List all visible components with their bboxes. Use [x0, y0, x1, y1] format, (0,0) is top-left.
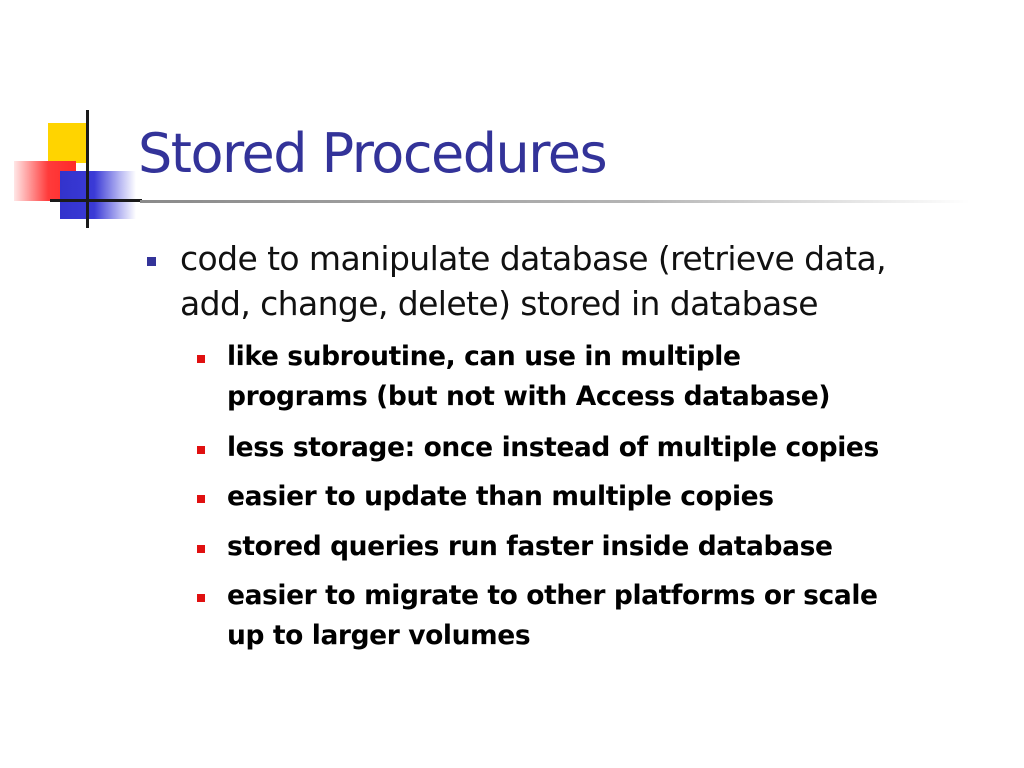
- slide-title: Stored Procedures: [138, 122, 608, 185]
- sub-bullet-marker: [197, 495, 205, 503]
- sub-bullet-line: stored queries run faster inside databas…: [227, 531, 833, 562]
- sub-bullet-line: easier to update than multiple copies: [227, 481, 774, 512]
- bullet-line: code to manipulate database (retrieve da…: [180, 239, 887, 278]
- sub-bullet-marker: [197, 446, 205, 454]
- sub-bullet-text: easier to update than multiple copies: [227, 477, 997, 517]
- logo-yellow-square: [48, 123, 88, 163]
- sub-bullet-text: easier to migrate to other platforms or …: [227, 576, 997, 656]
- sub-bullet-marker: [197, 594, 205, 602]
- sub-bullet-text: stored queries run faster inside databas…: [227, 527, 997, 567]
- title-underline: [140, 200, 970, 203]
- sub-bullet-line: programs (but not with Access database): [227, 381, 831, 412]
- sub-bullet-text: like subroutine, can use in multiple pro…: [227, 337, 997, 417]
- logo-blue-square: [60, 171, 136, 219]
- logo-horizontal-line: [50, 199, 142, 202]
- sub-bullet-line: less storage: once instead of multiple c…: [227, 432, 879, 463]
- sub-bullet-line: up to larger volumes: [227, 620, 531, 651]
- bullet-text: code to manipulate database (retrieve da…: [180, 236, 980, 326]
- bullet-line: add, change, delete) stored in database: [180, 284, 819, 323]
- sub-bullet-line: like subroutine, can use in multiple: [227, 341, 741, 372]
- sub-bullet-text: less storage: once instead of multiple c…: [227, 428, 997, 468]
- bullet-marker: [147, 257, 156, 266]
- slide-logo-decoration: [0, 0, 150, 240]
- sub-bullet-line: easier to migrate to other platforms or …: [227, 580, 878, 611]
- sub-bullet-marker: [197, 545, 205, 553]
- sub-bullet-marker: [197, 355, 205, 363]
- logo-vertical-line: [86, 110, 89, 228]
